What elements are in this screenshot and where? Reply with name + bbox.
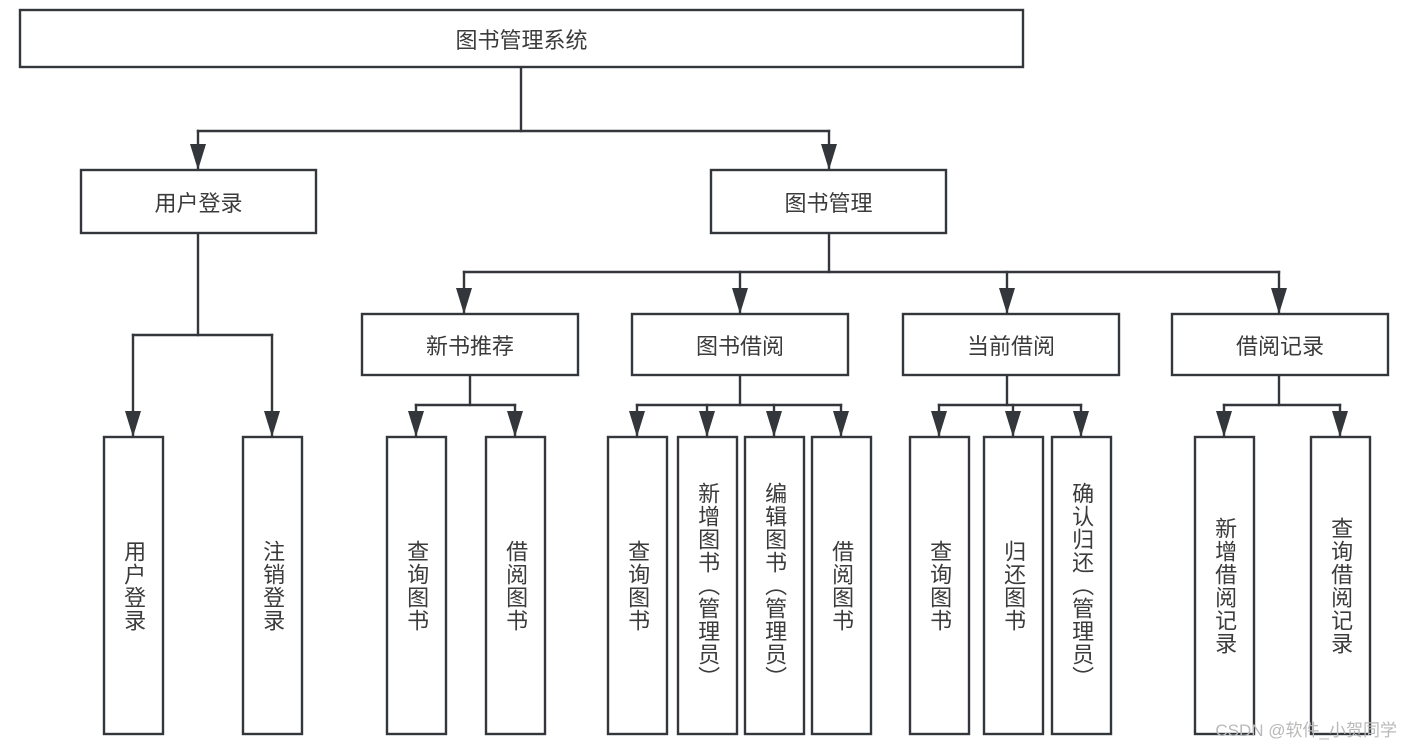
node-box-leaf-logout[interactable] <box>241 435 304 736</box>
arrow-head-icon <box>629 411 645 437</box>
arrow-head-icon <box>931 411 947 437</box>
connector-layer <box>125 65 1348 438</box>
node-box-leaf-add-borrow-record[interactable] <box>1193 435 1256 736</box>
node-box-root[interactable] <box>18 8 1025 69</box>
arrow-head-icon <box>1073 411 1089 437</box>
node-box-current-borrow[interactable] <box>901 312 1121 377</box>
arrow-head-icon <box>456 288 472 314</box>
node-box-book-management[interactable] <box>709 168 948 235</box>
node-box-leaf-edit-book[interactable] <box>743 435 806 736</box>
node-layer <box>18 8 1390 736</box>
arrow-head-icon <box>190 144 206 170</box>
arrow-head-icon <box>766 411 782 437</box>
node-box-leaf-query-borrow-record[interactable] <box>1309 435 1372 736</box>
arrow-head-icon <box>507 411 523 437</box>
node-box-leaf-query-book-current[interactable] <box>908 435 971 736</box>
node-box-leaf-return-book[interactable] <box>982 435 1045 736</box>
node-box-book-borrow[interactable] <box>630 312 850 377</box>
arrow-head-icon <box>1332 411 1348 437</box>
arrow-head-icon <box>821 144 837 170</box>
arrow-head-icon <box>699 411 715 437</box>
arrow-head-icon <box>732 288 748 314</box>
node-box-leaf-query-book-borrow[interactable] <box>606 435 669 736</box>
node-box-leaf-user-login[interactable] <box>102 435 165 736</box>
node-box-new-book-recommend[interactable] <box>360 312 580 377</box>
node-box-leaf-query-book-recommend[interactable] <box>385 435 448 736</box>
arrow-head-icon <box>1216 411 1232 437</box>
arrow-head-icon <box>408 411 424 437</box>
node-box-leaf-add-book[interactable] <box>676 435 739 736</box>
arrow-head-icon <box>999 288 1015 314</box>
arrow-head-icon <box>125 411 141 437</box>
arrow-head-icon <box>1005 411 1021 437</box>
node-box-user-login[interactable] <box>79 168 318 235</box>
node-box-leaf-confirm-return[interactable] <box>1050 435 1113 736</box>
arrow-head-icon <box>833 411 849 437</box>
node-box-borrow-records[interactable] <box>1170 312 1390 377</box>
node-box-leaf-borrow-book-recommend[interactable] <box>484 435 547 736</box>
node-box-leaf-borrow-book[interactable] <box>810 435 873 736</box>
arrow-head-icon <box>264 411 280 437</box>
arrow-head-icon <box>1271 288 1287 314</box>
